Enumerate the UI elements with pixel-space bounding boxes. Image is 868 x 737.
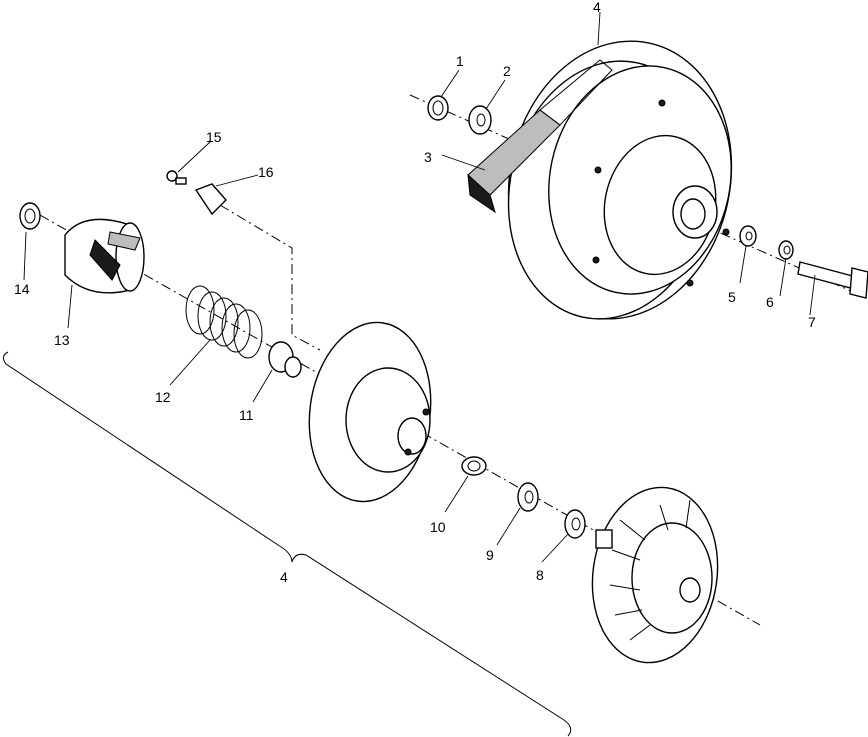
callout-8: 8: [536, 567, 544, 583]
part-8-washer: [564, 509, 586, 539]
callout-2: 2: [503, 63, 511, 79]
callout-6: 6: [766, 294, 774, 310]
callout-11: 11: [239, 407, 254, 423]
pin-axis-line: [219, 204, 321, 351]
callout-1: 1: [456, 53, 464, 69]
part-11-bushing: [268, 341, 302, 378]
part-13-cam: [64, 218, 145, 294]
callout-14: 14: [14, 281, 30, 297]
part-14-snap-ring: [19, 202, 41, 230]
part-2-washer: [468, 105, 492, 135]
drive-belt: [467, 59, 613, 214]
callout-16: 16: [258, 164, 274, 180]
part-9-washer: [517, 482, 539, 512]
callout-12: 12: [155, 389, 171, 405]
part-1-bushing: [427, 95, 449, 121]
part-10-spacer: [461, 456, 487, 476]
callout-15: 15: [206, 129, 222, 145]
moveable-sheave: [308, 321, 432, 503]
callout-3: 3: [424, 149, 432, 165]
callout-4-bracket: 4: [280, 569, 288, 585]
part-6-lock-washer: [778, 240, 794, 260]
part-15-pin: [166, 170, 187, 185]
callout-7: 7: [808, 314, 816, 330]
assembly-bracket: [2, 351, 572, 737]
callout-4-top: 4: [593, 0, 601, 15]
callout-13: 13: [54, 332, 70, 348]
part-16-button: [194, 183, 227, 216]
driven-clutch-sheave: [507, 40, 733, 320]
fixed-sheave: [591, 486, 719, 664]
part-5-washer: [739, 225, 757, 247]
callout-9: 9: [486, 547, 494, 563]
leader-lines: [23, 11, 816, 563]
callout-10: 10: [430, 519, 446, 535]
part-12-spring: [185, 285, 263, 359]
part-7-bolt: [797, 261, 868, 299]
callout-5: 5: [728, 289, 736, 305]
